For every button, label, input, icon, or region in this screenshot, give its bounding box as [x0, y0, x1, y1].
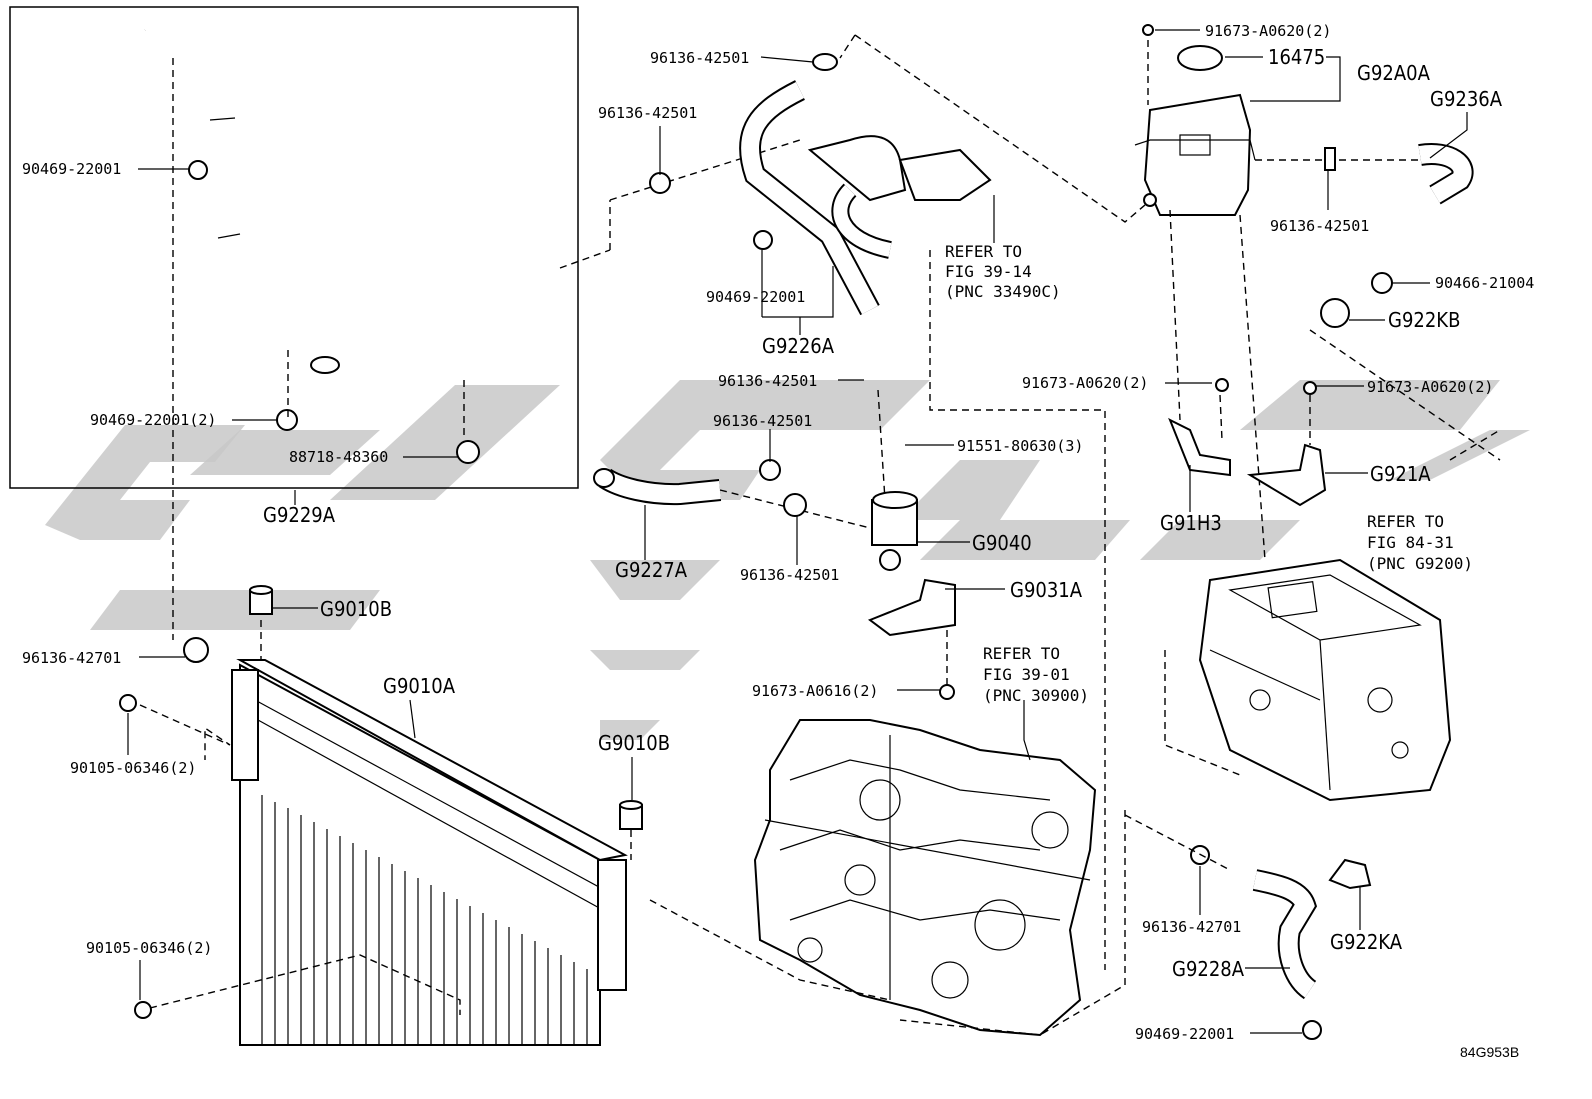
bracket-g91h3	[1168, 417, 1231, 477]
callout-label: 96136-42701	[22, 649, 121, 667]
inverter-assembly	[1198, 558, 1452, 802]
callout-label: G9031A	[1010, 578, 1083, 602]
callout-label: G9226A	[762, 334, 835, 358]
refer-note: REFER TO FIG 39-14 (PNC 33490C)	[945, 242, 1061, 301]
callout-label: 90469-22001	[22, 160, 121, 178]
bolt-icon	[1303, 381, 1317, 395]
watermark-logo	[45, 380, 1530, 740]
clamp-icon	[188, 160, 480, 464]
inset-title: G9229A	[263, 503, 336, 527]
callout-label: G9010A	[383, 674, 456, 698]
callout-label: G921A	[1370, 462, 1431, 486]
callout-label: 90105-06346(2)	[70, 759, 196, 777]
hose-g9227a	[593, 459, 871, 529]
leader-lines	[127, 29, 1468, 1034]
clamp-icon	[1302, 1020, 1322, 1040]
guide-lines-tank	[1147, 40, 1501, 561]
callout-label: 96136-42501	[650, 49, 749, 67]
bolt-icon	[939, 684, 955, 700]
callout-label: G922KB	[1388, 308, 1460, 332]
svg-text:REFER TO: REFER TO	[983, 644, 1060, 663]
svg-text:FIG 39-01: FIG 39-01	[983, 665, 1070, 684]
callout-label: 91551-80630(3)	[957, 437, 1083, 455]
callout-label: 96136-42501	[740, 566, 839, 584]
radiator-core	[261, 795, 588, 1045]
bracket-g921a	[1246, 443, 1327, 507]
callout-label: 96136-42501	[1270, 217, 1369, 235]
callout-label: 91673-A0616(2)	[752, 682, 878, 700]
callout-label: G9040	[972, 531, 1032, 555]
callout-label: 16475	[1268, 45, 1325, 69]
svg-text:(PNC 33490C): (PNC 33490C)	[945, 282, 1061, 301]
reservoir-tank-g92a0a	[1134, 45, 1256, 216]
svg-text:FIG 39-14: FIG 39-14	[945, 262, 1032, 281]
inset-frame	[9, 6, 579, 489]
callout-label: 96136-42501	[598, 104, 697, 122]
refer-note: REFER TO FIG 39-01 (PNC 30900)	[983, 644, 1089, 705]
callout-label: 90105-06346(2)	[86, 939, 212, 957]
figure-code: 84G953B	[1460, 1044, 1519, 1060]
callout-label: G92A0A	[1357, 61, 1431, 85]
hose-g9226a	[649, 53, 992, 316]
callout-label: G9228A	[1172, 957, 1245, 981]
svg-text:REFER TO: REFER TO	[945, 242, 1022, 261]
guide-lines	[172, 58, 801, 640]
callout-label: G9236A	[1430, 87, 1503, 111]
bracket-g9031a	[867, 578, 956, 637]
pump-g9040	[871, 491, 918, 571]
bolt-icon	[119, 694, 137, 712]
callout-label: 96136-42501	[718, 372, 817, 390]
svg-text:(PNC G9200): (PNC G9200)	[1367, 554, 1473, 573]
connector-g922ka	[1328, 858, 1372, 890]
bolt-icon	[1142, 24, 1154, 36]
hose-g9229a	[138, 20, 556, 407]
callout-label: 91673-A0620(2)	[1367, 378, 1493, 396]
svg-text:(PNC 30900): (PNC 30900)	[983, 686, 1089, 705]
guide-lines-mid	[839, 34, 1146, 501]
guide-lines-radiator	[139, 620, 891, 1015]
callout-label: 90469-22001	[706, 288, 805, 306]
hose-g9236a	[1320, 143, 1474, 328]
clamp-icon	[183, 637, 209, 663]
callout-label: G91H3	[1160, 511, 1222, 535]
transaxle	[753, 719, 1097, 1037]
callout-label: 96136-42701	[1142, 918, 1241, 936]
callout-label: 96136-42501	[713, 412, 812, 430]
callout-label: 88718-48360	[289, 448, 388, 466]
callout-label: 90469-22001(2)	[90, 411, 216, 429]
callout-label: G9010B	[320, 597, 392, 621]
callout-label: G9010B	[598, 731, 670, 755]
callout-label: 91673-A0620(2)	[1205, 22, 1331, 40]
callout-label: G922KA	[1330, 930, 1403, 954]
hose-g9228a	[1252, 869, 1318, 1000]
callout-label: 90466-21004	[1435, 274, 1534, 292]
refer-note: REFER TO FIG 84-31 (PNC G9200)	[1367, 512, 1473, 573]
bolt-icon	[1215, 378, 1229, 392]
radiator-g9010a	[231, 659, 628, 1046]
drain-plug-g9010b	[249, 585, 643, 830]
callout-label: G9227A	[615, 558, 688, 582]
svg-text:REFER TO: REFER TO	[1367, 512, 1444, 531]
bolt-icon	[134, 1001, 152, 1019]
svg-text:FIG 84-31: FIG 84-31	[1367, 533, 1454, 552]
callout-label: 90469-22001	[1135, 1025, 1234, 1043]
callout-label: 91673-A0620(2)	[1022, 374, 1148, 392]
